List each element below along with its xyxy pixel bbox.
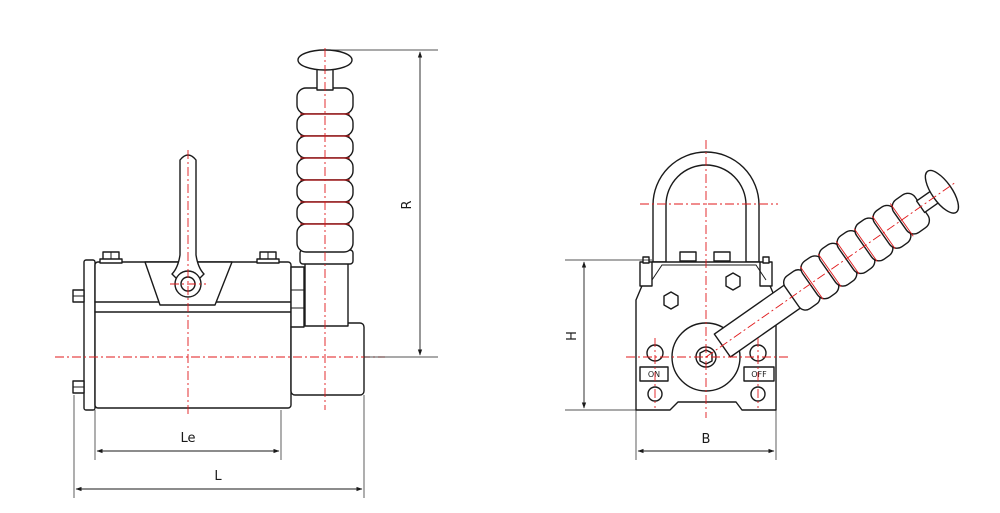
- front-top-bolts: [639, 251, 773, 287]
- side-view: Le L R: [55, 48, 438, 498]
- dimension-label-b: B: [702, 432, 711, 447]
- side-switch-housing: [290, 322, 365, 396]
- switch-plate-on: ON: [639, 366, 669, 382]
- svg-text:OFF: OFF: [751, 370, 767, 379]
- dimension-label-l: L: [214, 469, 222, 484]
- side-end-plate: [83, 259, 96, 411]
- svg-text:ON: ON: [648, 370, 660, 379]
- front-view: ON OFF: [565, 140, 960, 460]
- front-shackle: [652, 151, 760, 263]
- side-handle-shaft: [304, 261, 349, 327]
- switch-plate-off: OFF: [743, 366, 775, 382]
- dimension-label-le: Le: [180, 431, 195, 446]
- side-top-bolts: [99, 251, 280, 264]
- dimension-label-h: H: [565, 331, 580, 341]
- side-end-bolts: [72, 289, 85, 394]
- dimension-label-r: R: [400, 200, 415, 209]
- front-angled-handle: [705, 169, 960, 358]
- front-hex-bolts: [663, 272, 741, 310]
